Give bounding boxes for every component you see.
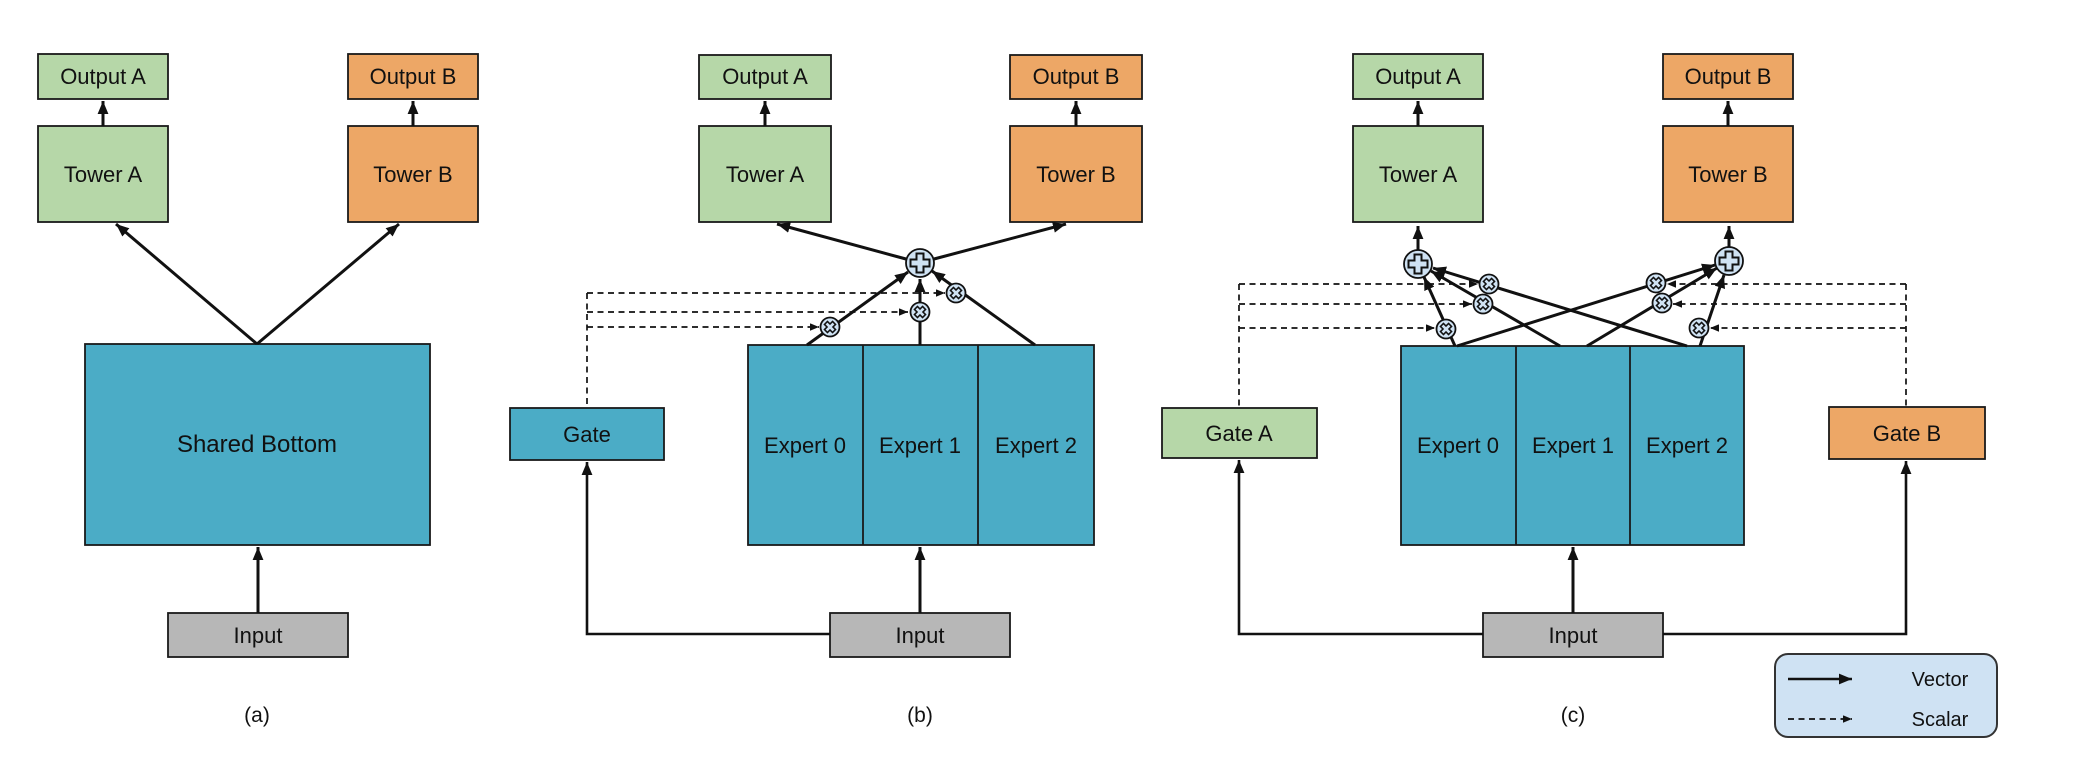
shared-bottom-label: Shared Bottom [177, 431, 337, 458]
expert1-to-sum-b-arrow [1586, 266, 1718, 348]
input-label: Input [1549, 623, 1598, 648]
output-a-box [37, 53, 169, 100]
tower-a-box [1352, 125, 1484, 223]
experts-box [1400, 345, 1745, 546]
panel-b-caption: (b) [907, 704, 933, 727]
legend-vector-label: Vector [1912, 669, 1969, 691]
multiply-node-icon [1645, 272, 1667, 294]
multiply-node-icon [1472, 293, 1494, 315]
sum-to-tower-b-arrow [933, 222, 1067, 261]
output-a-box [698, 54, 832, 100]
sum-b-node-icon [1714, 246, 1744, 276]
output-b-label: Output B [370, 64, 457, 89]
expert0-label: Expert 0 [764, 433, 846, 458]
expert1-label: Expert 1 [1532, 433, 1614, 458]
tower-b-label: Tower B [1688, 162, 1767, 187]
tower-a-box [698, 125, 832, 223]
output-b-box [1662, 53, 1794, 100]
output-a-label: Output A [722, 64, 808, 89]
expert2-to-sum-arrow [931, 269, 1036, 347]
tower-b-box [347, 125, 479, 223]
input-label: Input [896, 623, 945, 648]
output-a-label: Output A [1375, 64, 1461, 89]
gate-box [509, 407, 665, 461]
sum-a-node-icon [1403, 249, 1433, 279]
legend-box [1774, 653, 1998, 738]
tower-a-label: Tower A [64, 162, 143, 187]
legend: Vector Scalar [1774, 653, 1998, 738]
tower-a-label: Tower A [726, 162, 805, 187]
multiply-node-icon [819, 316, 841, 338]
multiply-node-icon [1478, 273, 1500, 295]
gate-b-label: Gate B [1873, 421, 1941, 446]
input-box [1482, 612, 1664, 658]
shared-to-tower-a-arrow [115, 222, 258, 346]
multiply-node-icon [945, 282, 967, 304]
output-a-box [1352, 53, 1484, 100]
gate-a-box [1161, 407, 1318, 459]
panel-c-caption: (c) [1561, 704, 1586, 727]
shared-to-tower-b-arrow [256, 222, 400, 346]
multiply-node-icon [1651, 292, 1673, 314]
output-b-box [1009, 54, 1143, 100]
tower-a-label: Tower A [1379, 162, 1458, 187]
shared-bottom-box [84, 343, 431, 546]
expert0-label: Expert 0 [1417, 433, 1499, 458]
panel-a-shared-bottom: Output A Tower A Output B Tower B Shared… [37, 53, 479, 727]
expert0-to-sum-b-arrow [1456, 263, 1716, 348]
gate-label: Gate [563, 422, 611, 447]
expert0-to-sum-arrow [806, 270, 909, 347]
tower-b-label: Tower B [1036, 162, 1115, 187]
output-b-box [347, 53, 479, 100]
sum-node-icon [905, 248, 935, 278]
legend-scalar-label: Scalar [1912, 709, 1969, 731]
experts-box [747, 344, 1095, 546]
tower-b-box [1662, 125, 1794, 223]
input-label: Input [234, 623, 283, 648]
expert2-label: Expert 2 [1646, 433, 1728, 458]
output-b-label: Output B [1033, 64, 1120, 89]
expert1-label: Expert 1 [879, 433, 961, 458]
multiply-node-icon [909, 301, 931, 323]
output-a-label: Output A [60, 64, 146, 89]
gate-b-box [1828, 406, 1986, 460]
output-b-label: Output B [1685, 64, 1772, 89]
input-to-gate-connector [581, 462, 830, 636]
multiply-node-icon [1435, 318, 1457, 340]
sum-to-tower-a-arrow [776, 222, 907, 261]
input-box [167, 612, 349, 658]
expert2-label: Expert 2 [995, 433, 1077, 458]
input-to-gate-b-connector [1663, 461, 1912, 636]
panel-c-multi-gate-moe: Output A Tower A Output B Tower B Gate A… [1161, 53, 1986, 727]
multiply-node-icon [1688, 317, 1710, 339]
tower-a-box [37, 125, 169, 223]
tower-b-label: Tower B [373, 162, 452, 187]
panel-a-caption: (a) [244, 704, 270, 727]
panel-b-one-gate-moe: Output A Tower A Output B Tower B Gate E… [509, 54, 1143, 727]
input-to-gate-a-connector [1233, 460, 1483, 636]
gate-a-label: Gate A [1205, 421, 1273, 446]
